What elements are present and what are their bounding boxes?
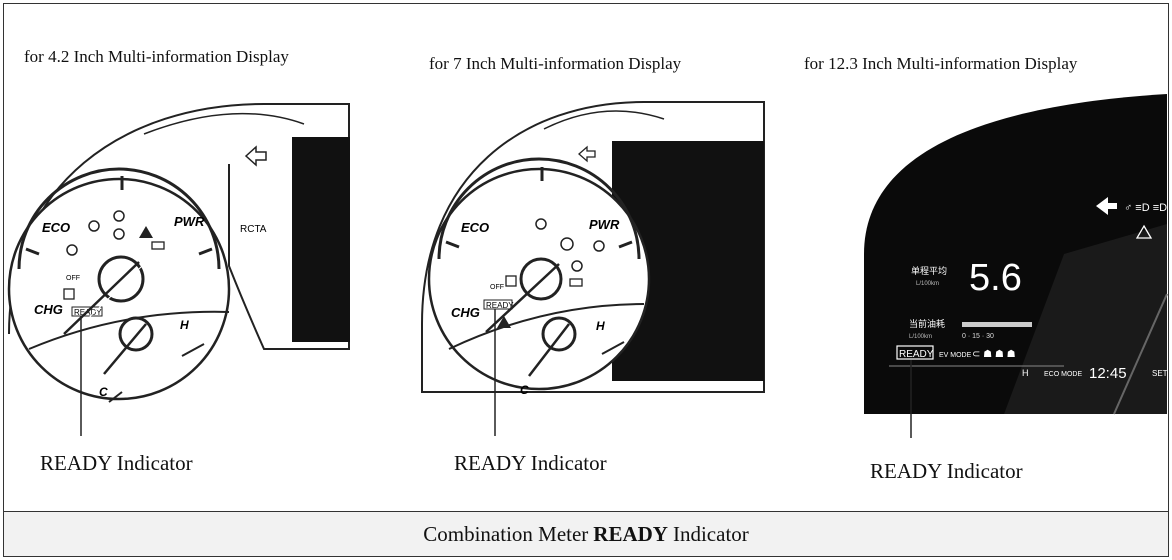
caption-suffix: Indicator [672,521,749,546]
battery-icon-7 [569,278,583,287]
panel-title-7-inch: for 7 Inch Multi-information Display [429,54,682,73]
caption-bold: READY [593,521,668,546]
status-icons-row: ♂ ≡D ≡D ✻D [1124,202,1172,214]
inst-scale: 0 · 15 · 30 [962,333,994,340]
brake-icon [88,220,100,232]
panel-title-4-2-inch: for 4.2 Inch Multi-information Display [24,47,289,66]
warning-icon-12 [1135,224,1153,239]
avg-label: 单程平均 [911,265,947,276]
inst-bar [962,322,1032,327]
clock-time: 12:45 [1089,365,1127,382]
ready-indicator-label-7: READY Indicator [454,451,607,475]
c-label-7: C [520,383,529,397]
inst-label: 当前油耗 [909,318,945,329]
warning-icon [139,226,153,238]
parking-icon [113,210,125,222]
chg-label: CHG [34,302,63,317]
meter-4-2-inch-illustration: ECO PWR CHG RCTA OFF READY H C [7,103,350,436]
caption-prefix: Combination Meter [423,521,589,546]
slip-icon [63,288,75,300]
off-label: OFF [66,275,80,282]
ev-mode-label: EV MODE [939,352,972,359]
left-arrow-icon [244,145,267,167]
ready-indicator-12 [896,345,934,360]
panel-title-12-3-inch: for 12.3 Inch Multi-information Display [804,54,1078,73]
off-label-7: OFF [490,284,504,291]
avg-unit: L/100km [916,281,939,287]
meter-12-3-inch-illustration: ♂ ≡D ≡D ✻D 单程平均 L/100km 5.6 当前油耗 L/100km… [864,94,1172,438]
figure-caption: Combination Meter READY Indicator [4,512,1168,556]
mid-screen [292,137,350,342]
figure-frame: for 4.2 Inch Multi-information Display E… [3,3,1172,557]
h-label-7: H [596,319,605,333]
h-label-12: H [1022,368,1029,378]
abs-icon-7 [593,240,605,252]
brake-p-icon-7 [560,237,574,251]
parking-icon-7 [571,260,583,272]
set-label: SET [1152,369,1168,378]
bottom-status-icons: ⊂ ☗ ☗ ☗ [972,349,1016,360]
chg-label-7: CHG [451,305,480,320]
left-arrow-icon-7 [578,145,596,163]
avg-value: 5.6 [969,257,1022,299]
ready-text-7: READY [486,301,514,310]
direction-arrow-icon [1096,197,1117,215]
h-label: H [180,318,189,332]
ready-indicator-7 [483,299,513,310]
eco-mode-label: ECO MODE [1044,371,1082,378]
slip-icon-7 [505,275,517,287]
inst-unit: L/100km [909,334,932,340]
c-label: C [99,385,108,399]
caption-divider [4,511,1168,512]
eco-label: ECO [42,220,70,235]
eco-label-7: ECO [461,220,489,235]
parking-p-icon [113,228,125,240]
meter-7-inch-illustration: ECO PWR CHG OFF READY H C [421,101,765,436]
ready-text-12: READY [899,349,934,360]
rcta-label: RCTA [240,224,267,235]
abs-icon [66,244,78,256]
pwr-label-7: PWR [589,217,620,232]
ready-indicator-label-4-2: READY Indicator [40,451,193,475]
ready-indicator-label-12-3: READY Indicator [870,459,1023,483]
brake-icon-7 [535,218,547,230]
pwr-label: PWR [174,214,205,229]
battery-icon [151,241,165,250]
